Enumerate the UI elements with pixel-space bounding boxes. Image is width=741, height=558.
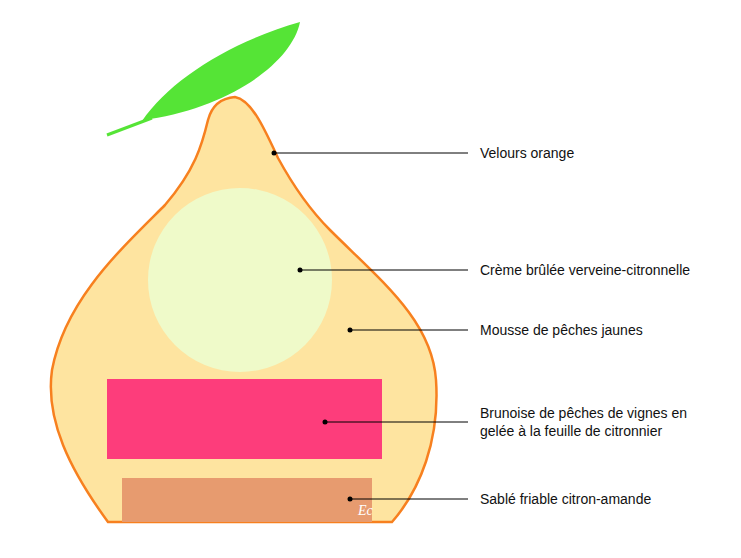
leaf-stem [107,118,152,135]
pear-outline [51,97,437,522]
sable-layer [122,478,372,522]
watermark: Ec [358,503,373,519]
leader-lines [274,153,468,499]
leader-dots [272,151,353,502]
layer-label: Crème brûlée verveine-citronnelle [480,261,692,279]
creme-brulee-disc [148,188,332,372]
layer-label: Velours orange [480,144,692,162]
layer-label: Brunoise de pêches de vignes en gelée à … [480,404,692,440]
brunoise-layer [107,379,382,459]
layer-label: Mousse de pêches jaunes [480,321,692,339]
layer-label: Sablé friable citron-amande [480,490,692,508]
